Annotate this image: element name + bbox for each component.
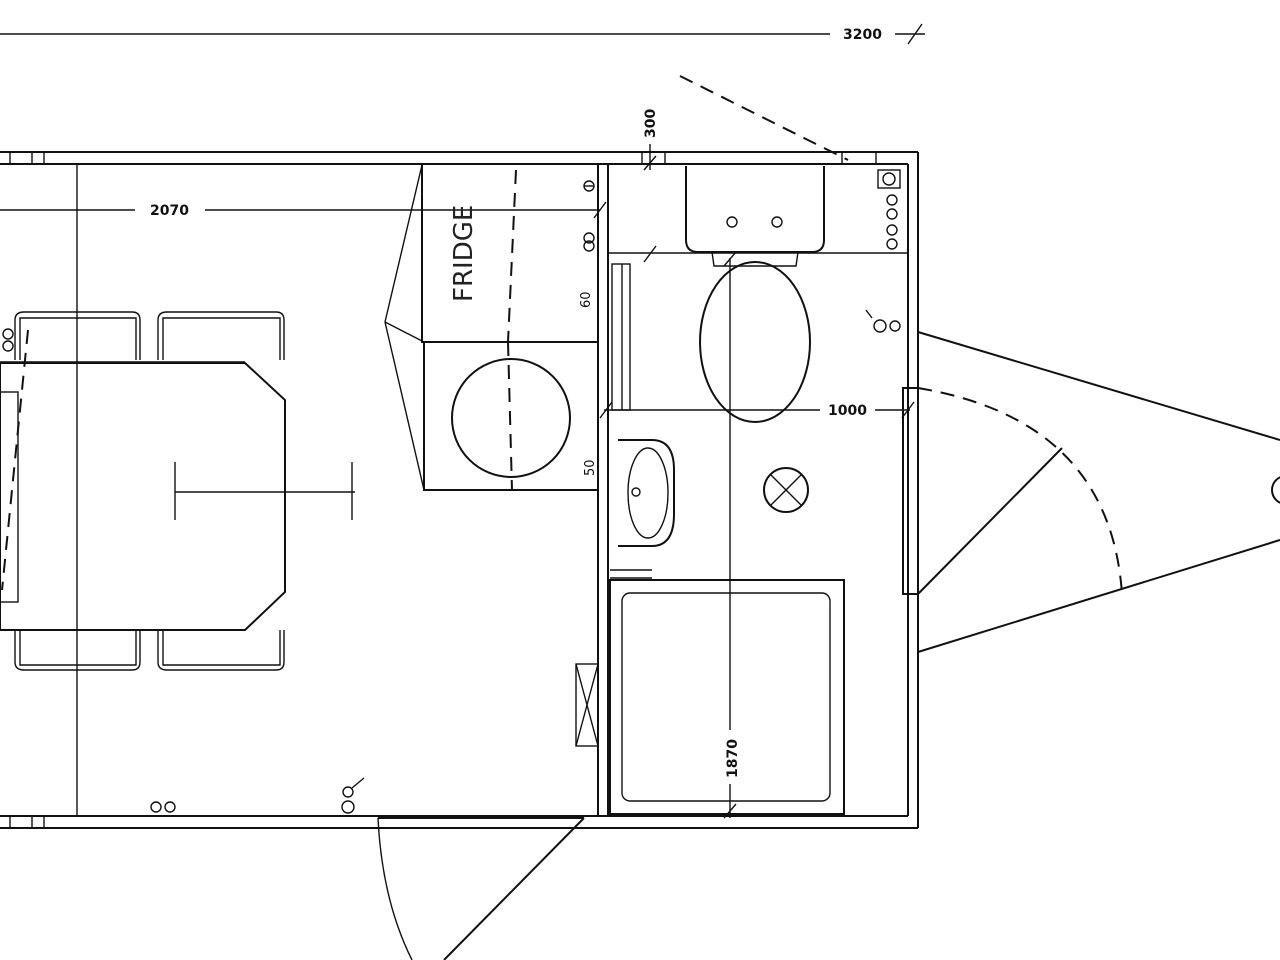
electrical-socket-icon	[150, 801, 176, 813]
fridge-label: FRIDGE	[449, 205, 479, 302]
entrance-door-swing	[377, 817, 585, 960]
overall-length-label: 3200	[843, 27, 882, 43]
light-switch-icon	[341, 777, 365, 814]
tow-hitch-icon	[917, 331, 1280, 653]
small-dimension-a: 60	[579, 291, 594, 308]
floor-drain-icon	[763, 467, 809, 513]
chair-top-left	[14, 311, 141, 360]
washing-machine	[384, 321, 599, 491]
towel-rail	[611, 263, 631, 411]
bathroom-door-swing	[679, 75, 849, 161]
bathroom-partition	[597, 164, 609, 816]
chair-top-right	[157, 311, 285, 360]
living-span-dimension: 2070	[0, 201, 607, 219]
toilet-icon	[685, 166, 825, 423]
basin-icon	[610, 439, 675, 579]
chair-bottom-left	[14, 630, 141, 671]
dining-table	[0, 329, 355, 631]
bathroom-width-dimension: 1000	[599, 401, 915, 419]
electrical-socket-icon	[583, 180, 595, 252]
bathroom-width-label: 1000	[828, 403, 867, 419]
door-clearance-dimension: 300	[643, 109, 659, 171]
electrical-socket-icon	[877, 169, 901, 250]
small-dimension-b: 50	[583, 459, 598, 476]
fridge-cabinet: FRIDGE	[384, 164, 598, 343]
overall-dimension: 3200	[0, 23, 925, 45]
side-door-swing	[902, 387, 1123, 595]
electrical-socket-icon	[2, 328, 14, 352]
ventilation-grille-icon	[575, 663, 599, 747]
light-switch-icon	[865, 309, 901, 333]
chair-bottom-right	[157, 630, 285, 671]
bathroom-length-dimension: 1870	[723, 251, 741, 819]
living-span-label: 2070	[150, 203, 189, 219]
door-clearance-label: 300	[643, 109, 659, 138]
bathroom-length-label: 1870	[725, 739, 741, 778]
outer-walls	[0, 151, 919, 829]
